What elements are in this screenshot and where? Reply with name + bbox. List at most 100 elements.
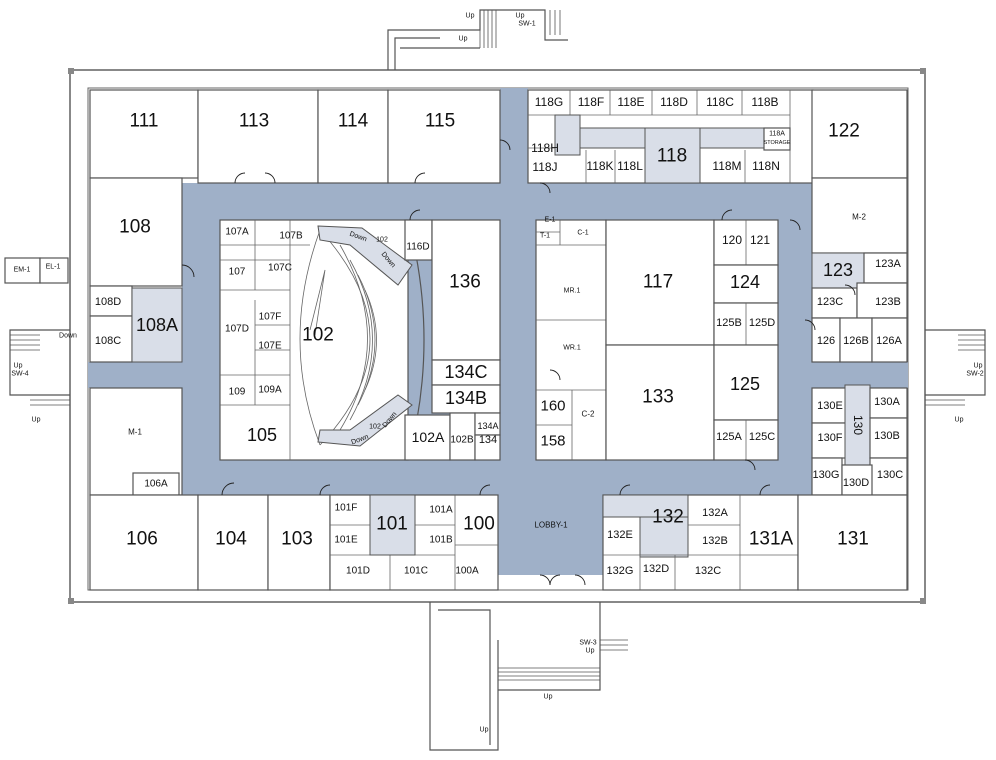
room-label-107F[interactable]: 107F	[259, 312, 282, 323]
room-label-118A[interactable]: 118A	[769, 131, 785, 138]
room-label-118G[interactable]: 118G	[535, 95, 563, 109]
room-label-132D[interactable]: 132D	[643, 563, 669, 575]
room-label-102A[interactable]: 102A	[412, 429, 445, 445]
room-label-118M[interactable]: 118M	[712, 159, 741, 173]
room-label-104[interactable]: 104	[215, 529, 247, 550]
room-label-101A[interactable]: 101A	[429, 505, 453, 516]
room-label-130F[interactable]: 130F	[817, 432, 842, 444]
room-label-130E[interactable]: 130E	[817, 400, 843, 412]
room-label-108A[interactable]: 108A	[136, 315, 178, 335]
room-label-125C[interactable]: 125C	[749, 431, 775, 443]
room-label-115[interactable]: 115	[425, 111, 455, 132]
room-label-117[interactable]: 117	[643, 272, 673, 293]
room-label-t1[interactable]: T-1	[540, 233, 550, 240]
room-label-118E[interactable]: 118E	[617, 95, 644, 109]
room-label-132B[interactable]: 132B	[702, 535, 728, 547]
room-label-107D[interactable]: 107D	[225, 324, 249, 335]
room-label-111[interactable]: 111	[130, 111, 159, 132]
room-label-130C[interactable]: 130C	[877, 469, 903, 481]
room-label-118F[interactable]: 118F	[578, 95, 604, 109]
room-label-120[interactable]: 120	[722, 233, 742, 247]
room-label-c2[interactable]: C-2	[582, 410, 595, 419]
room-label-131[interactable]: 131	[837, 529, 869, 550]
room-label-132E[interactable]: 132E	[607, 529, 633, 541]
room-label-storage[interactable]: STORAGE	[764, 140, 791, 146]
room-label-126B[interactable]: 126B	[843, 335, 869, 347]
room-label-125A[interactable]: 125A	[716, 431, 742, 443]
room-label-131A[interactable]: 131A	[749, 529, 794, 550]
room-label-130B[interactable]: 130B	[874, 430, 900, 442]
room-label-101C[interactable]: 101C	[404, 566, 428, 577]
room-label-118C[interactable]: 118C	[706, 95, 734, 109]
room-label-e1[interactable]: E-1	[545, 217, 556, 224]
room-label-107A[interactable]: 107A	[225, 227, 249, 238]
room-label-130D[interactable]: 130D	[843, 477, 869, 489]
room-label-132A[interactable]: 132A	[702, 507, 728, 519]
room-label-132[interactable]: 132	[652, 507, 684, 528]
room-label-102-stair-bottom[interactable]: 102	[369, 424, 381, 431]
room-label-108C[interactable]: 108C	[95, 335, 121, 347]
room-label-109A[interactable]: 109A	[258, 385, 282, 396]
room-label-123[interactable]: 123	[823, 260, 853, 280]
room-label-132C[interactable]: 132C	[695, 565, 721, 577]
room-label-118N[interactable]: 118N	[752, 159, 780, 173]
room-label-134A[interactable]: 134A	[477, 421, 498, 431]
room-label-103[interactable]: 103	[281, 529, 313, 550]
room-label-118K[interactable]: 118K	[586, 159, 613, 173]
room-label-114[interactable]: 114	[338, 111, 369, 132]
room-label-wr1[interactable]: WR.1	[563, 345, 581, 352]
room-label-118J[interactable]: 118J	[532, 160, 557, 174]
room-label-el1[interactable]: EL-1	[46, 264, 61, 271]
room-label-101E[interactable]: 101E	[334, 535, 358, 546]
room-label-134C[interactable]: 134C	[444, 362, 487, 382]
room-label-107[interactable]: 107	[229, 267, 246, 278]
room-label-107C[interactable]: 107C	[268, 263, 292, 274]
room-label-118L[interactable]: 118L	[617, 159, 643, 173]
room-label-134B[interactable]: 134B	[445, 388, 487, 408]
room-label-101D[interactable]: 101D	[346, 566, 370, 577]
room-label-130[interactable]: 130	[851, 415, 865, 435]
room-label-133[interactable]: 133	[642, 387, 674, 408]
room-label-158[interactable]: 158	[540, 433, 565, 450]
room-label-123C[interactable]: 123C	[817, 296, 843, 308]
room-label-126A[interactable]: 126A	[876, 335, 902, 347]
room-label-109[interactable]: 109	[229, 387, 246, 398]
room-label-123B[interactable]: 123B	[875, 296, 901, 308]
room-label-116D[interactable]: 116D	[406, 242, 429, 253]
room-label-130G[interactable]: 130G	[813, 469, 840, 481]
room-label-124[interactable]: 124	[730, 272, 760, 292]
room-label-123A[interactable]: 123A	[875, 258, 901, 270]
room-label-102B[interactable]: 102B	[450, 435, 474, 446]
room-label-100[interactable]: 100	[463, 514, 495, 535]
room-label-134[interactable]: 134	[479, 434, 497, 446]
room-label-118B[interactable]: 118B	[751, 95, 778, 109]
room-label-101B[interactable]: 101B	[429, 535, 453, 546]
room-label-125[interactable]: 125	[730, 374, 760, 394]
room-label-101[interactable]: 101	[376, 514, 408, 535]
room-label-113[interactable]: 113	[239, 111, 269, 132]
room-label-c1[interactable]: C-1	[577, 230, 588, 237]
room-label-125B[interactable]: 125B	[716, 317, 742, 329]
room-label-mr1[interactable]: MR.1	[564, 288, 581, 295]
room-label-121[interactable]: 121	[750, 233, 770, 247]
room-label-118[interactable]: 118	[657, 146, 687, 167]
room-label-106[interactable]: 106	[126, 529, 158, 550]
room-label-160[interactable]: 160	[540, 398, 565, 415]
room-label-102[interactable]: 102	[302, 325, 334, 346]
room-label-102-stair-top[interactable]: 102	[376, 237, 388, 244]
room-label-108D[interactable]: 108D	[95, 296, 121, 308]
room-label-108[interactable]: 108	[119, 217, 151, 238]
room-label-lobby1[interactable]: LOBBY-1	[534, 521, 568, 530]
room-label-118D[interactable]: 118D	[660, 95, 688, 109]
room-label-m1[interactable]: M-1	[128, 428, 142, 437]
room-label-em1[interactable]: EM-1	[14, 267, 31, 274]
room-label-118H[interactable]: 118H	[531, 141, 559, 155]
room-label-107E[interactable]: 107E	[258, 341, 282, 352]
room-label-125D[interactable]: 125D	[749, 317, 775, 329]
room-label-132G[interactable]: 132G	[607, 565, 634, 577]
room-label-106A[interactable]: 106A	[144, 479, 168, 490]
room-label-100A[interactable]: 100A	[455, 566, 479, 577]
room-label-130A[interactable]: 130A	[874, 396, 900, 408]
room-label-126[interactable]: 126	[817, 335, 835, 347]
room-label-105[interactable]: 105	[247, 425, 277, 445]
